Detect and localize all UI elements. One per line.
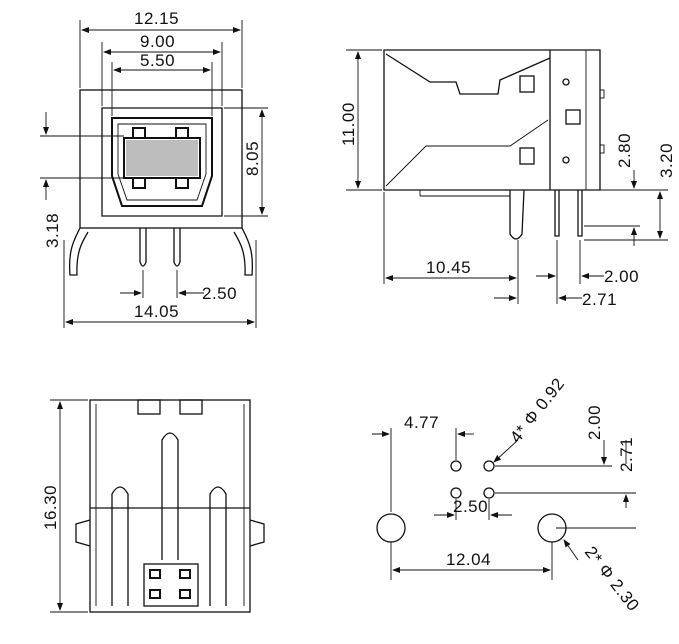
side-dot-1 [562, 78, 570, 86]
side-square-2 [565, 109, 581, 125]
dim-side-pin-offset-b: 2.71 [582, 290, 617, 309]
dim-fp-pin-hole: 4* Φ 0.92 [506, 374, 568, 446]
pin-hole-2 [483, 460, 495, 472]
front-outer-body [79, 89, 243, 229]
front-view: 12.15 9.00 5.50 8.05 3.18 2.50 14.05 [40, 9, 268, 328]
side-tab [509, 189, 525, 240]
side-pin-2 [577, 190, 583, 237]
front-pin-right [173, 228, 181, 267]
side-pin-1 [554, 190, 560, 237]
dim-front-height-left: 3.18 [43, 213, 62, 248]
bottom-pin-right [209, 486, 227, 606]
dim-fp-mount-hole: 2* Φ 2.30 [581, 543, 643, 615]
front-tongue [123, 137, 201, 179]
side-square-3 [519, 147, 535, 165]
dim-front-width-inner: 5.50 [140, 51, 175, 70]
pin-hole-1 [450, 460, 462, 472]
bottom-body [89, 399, 251, 613]
pin-hole-4 [483, 487, 495, 499]
bottom-pin-left [111, 486, 129, 606]
side-view: 11.00 2.80 3.20 10.45 2.00 2.71 [339, 49, 676, 309]
dim-fp-pin-pitch: 2.50 [453, 497, 488, 516]
contact-4 [175, 177, 189, 189]
pin-hole-3 [450, 487, 462, 499]
side-dot-2 [562, 156, 570, 164]
side-body [383, 49, 601, 191]
dim-fp-y2: 2.71 [617, 437, 636, 472]
dim-side-b: 3.20 [657, 143, 676, 178]
dim-fp-y1: 2.00 [585, 405, 604, 440]
dim-front-pin-pitch: 2.50 [202, 284, 237, 303]
bottom-lug-right [249, 519, 265, 547]
bottom-contact-block [143, 563, 199, 607]
bottom-notch-2 [179, 399, 203, 415]
dim-fp-mount-spacing: 12.04 [446, 550, 491, 569]
front-port-inner [117, 123, 207, 201]
dim-side-length: 10.45 [426, 258, 471, 277]
front-shell [101, 107, 223, 217]
front-tab-right [233, 227, 254, 276]
dim-side-a: 2.80 [615, 133, 634, 168]
front-port-opening [111, 117, 213, 207]
dim-side-pin-offset-a: 2.00 [604, 267, 639, 286]
contact-1 [132, 127, 146, 139]
front-pin-left [139, 228, 147, 267]
bottom-notch-1 [137, 399, 161, 415]
side-square-1 [519, 75, 535, 93]
dim-fp-x: 4.77 [404, 413, 439, 432]
dim-front-height-right: 8.05 [243, 141, 262, 176]
dim-side-height: 11.00 [339, 102, 358, 146]
bottom-pin-center [161, 432, 179, 560]
side-top-edge [385, 53, 551, 95]
dim-front-width-mid: 9.00 [140, 32, 175, 51]
pcb-footprint: 4.77 4* Φ 0.92 2.00 2.71 2.50 12.04 2* Φ… [372, 374, 643, 615]
contact-2 [175, 127, 189, 139]
dim-front-width-top: 12.15 [134, 9, 179, 28]
front-tab-left [68, 227, 89, 276]
bottom-view: 16.30 [41, 399, 265, 613]
contact-3 [132, 177, 146, 189]
mount-hole-left [376, 513, 406, 543]
side-inner-edge [385, 119, 549, 187]
bottom-lug-left [75, 519, 91, 547]
dim-front-width-bottom: 14.05 [134, 302, 179, 321]
dim-bottom-depth: 16.30 [41, 485, 60, 530]
